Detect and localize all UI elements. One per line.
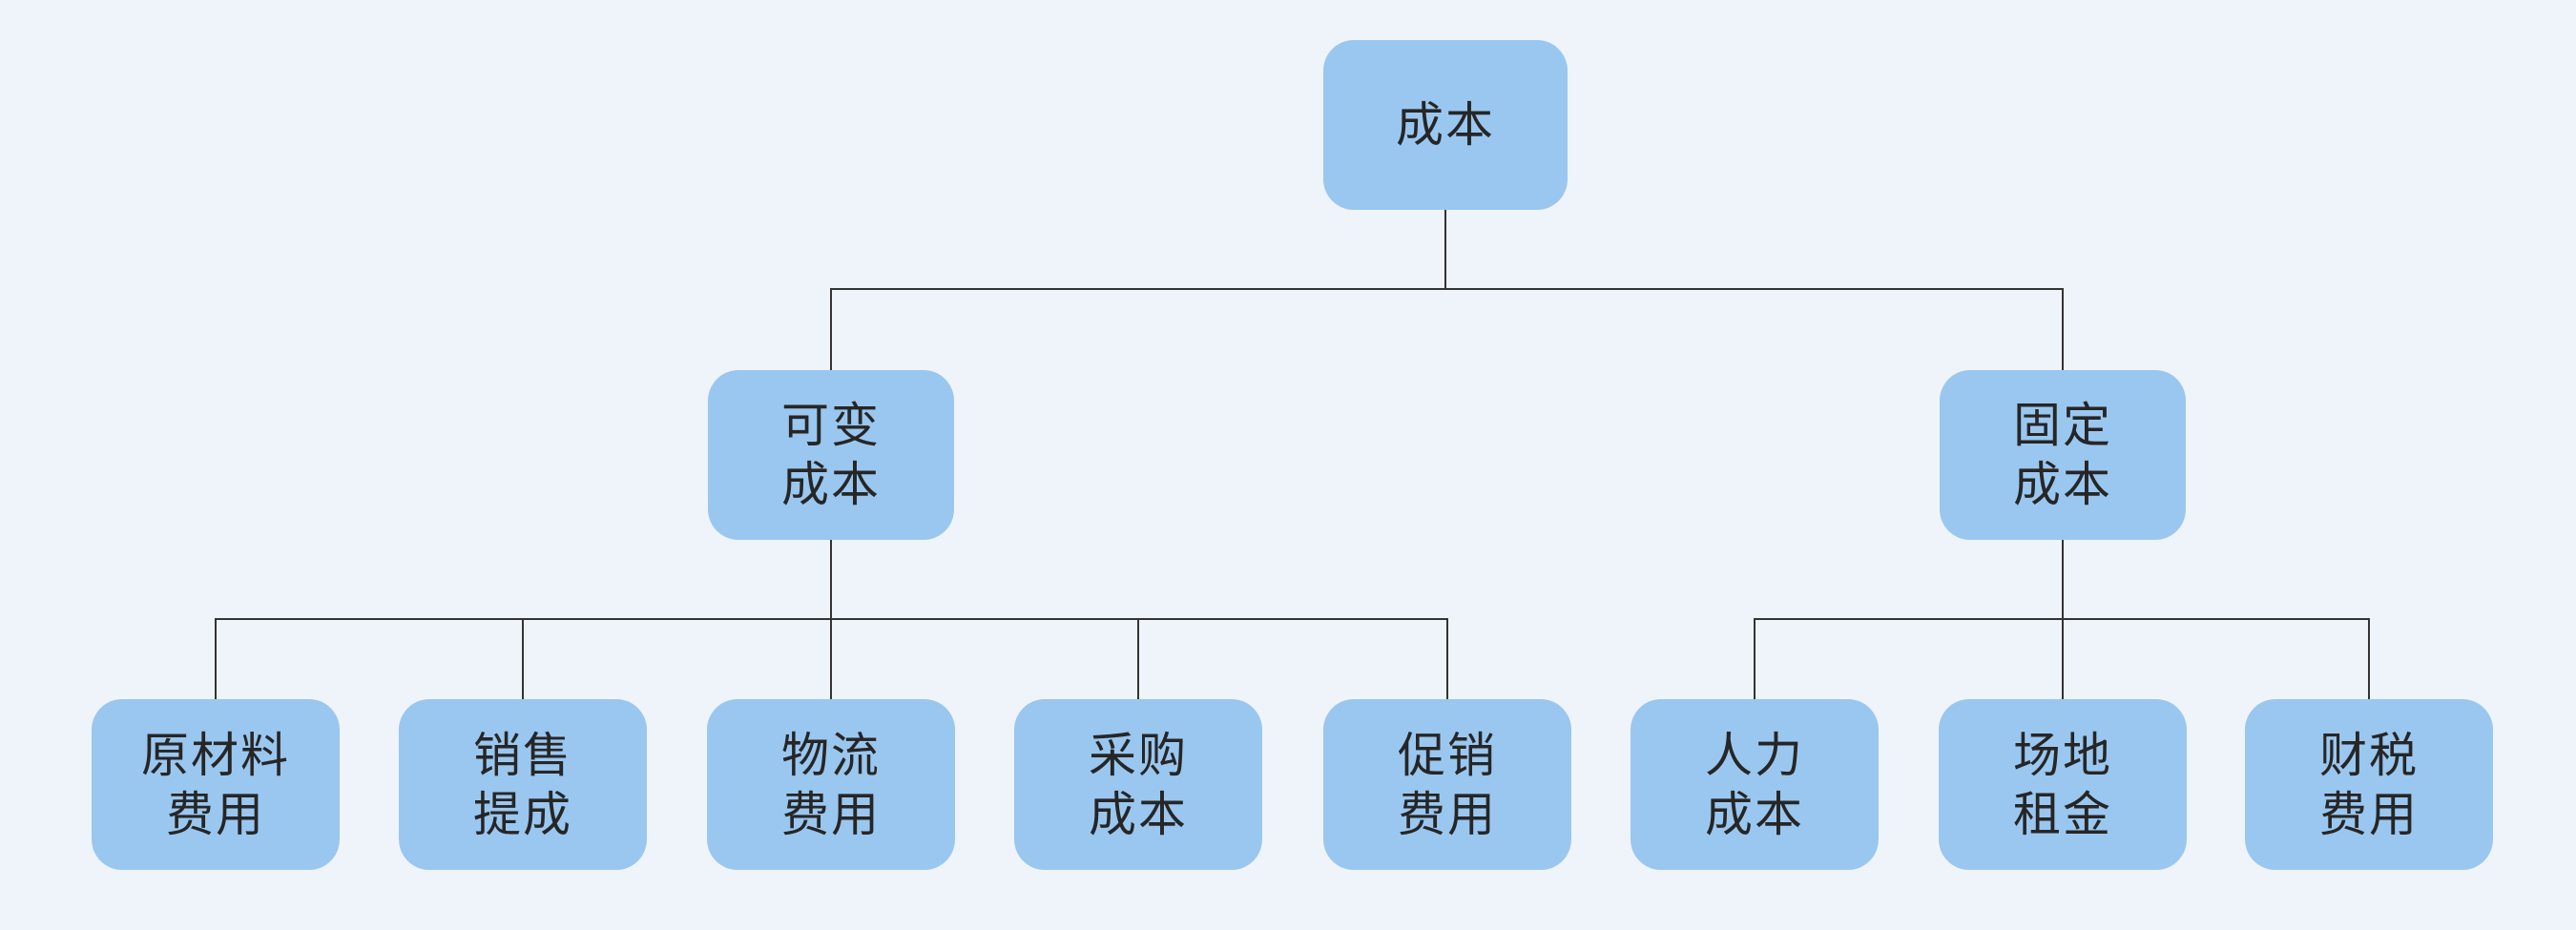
node-logistics-expense[interactable]: 物流 费用 [707,699,955,870]
connector-level2-bus [830,288,2064,290]
node-label-line2: 成本 [2013,458,2112,511]
connector-labor-cost-drop [1754,620,1755,699]
node-variable-cost[interactable]: 可变 成本 [708,370,954,540]
node-raw-material-expense[interactable]: 原材料 费用 [92,699,340,870]
connector-sales-commission-drop [522,620,524,699]
node-label-line1: 采购 [1089,728,1188,782]
node-label-line2: 成本 [1089,787,1188,841]
node-finance-tax-expense[interactable]: 财税 费用 [2245,699,2493,870]
node-label-line2: 提成 [473,787,572,841]
node-fixed-cost[interactable]: 固定 成本 [1940,370,2186,540]
node-label-line1: 销售 [473,728,572,782]
node-venue-rent[interactable]: 场地 租金 [1939,699,2187,870]
node-procurement-cost[interactable]: 采购 成本 [1014,699,1262,870]
connector-variable-cost-drop [830,290,832,370]
connector-finance-tax-drop [2368,620,2370,699]
node-label-line2: 费用 [781,787,881,841]
node-label-line1: 促销 [1398,728,1497,782]
node-label-line1: 可变 [781,399,881,452]
connector-fixed-leaves-bus [1754,618,2370,620]
node-label-line2: 费用 [166,787,265,841]
connector-logistics-drop [830,620,832,699]
node-labor-cost[interactable]: 人力 成本 [1631,699,1879,870]
connector-fixed-cost-drop [2062,290,2064,370]
connector-raw-material-drop [215,620,217,699]
node-label-line2: 费用 [2319,787,2419,841]
connector-venue-rent-drop [2062,620,2064,699]
node-cost[interactable]: 成本 [1323,40,1568,210]
node-label-line2: 成本 [781,458,881,511]
connector-root-stem [1444,210,1446,290]
node-label-line1: 场地 [2013,728,2112,782]
node-label-line1: 固定 [2013,399,2112,452]
node-sales-commission[interactable]: 销售 提成 [399,699,647,870]
node-label-line2: 费用 [1398,787,1497,841]
node-label-line1: 人力 [1705,728,1804,782]
connector-promotion-drop [1446,620,1448,699]
node-promotion-expense[interactable]: 促销 费用 [1323,699,1571,870]
connector-procurement-drop [1137,620,1139,699]
connector-fixed-cost-stem [2062,539,2064,620]
node-label-line1: 物流 [781,728,881,782]
node-label: 成本 [1396,98,1495,152]
node-label-line1: 原材料 [141,728,290,782]
node-label-line2: 成本 [1705,787,1804,841]
connector-variable-cost-stem [830,539,832,620]
node-label-line1: 财税 [2319,728,2419,782]
connector-variable-leaves-bus [215,618,1448,620]
node-label-line2: 租金 [2013,787,2112,841]
